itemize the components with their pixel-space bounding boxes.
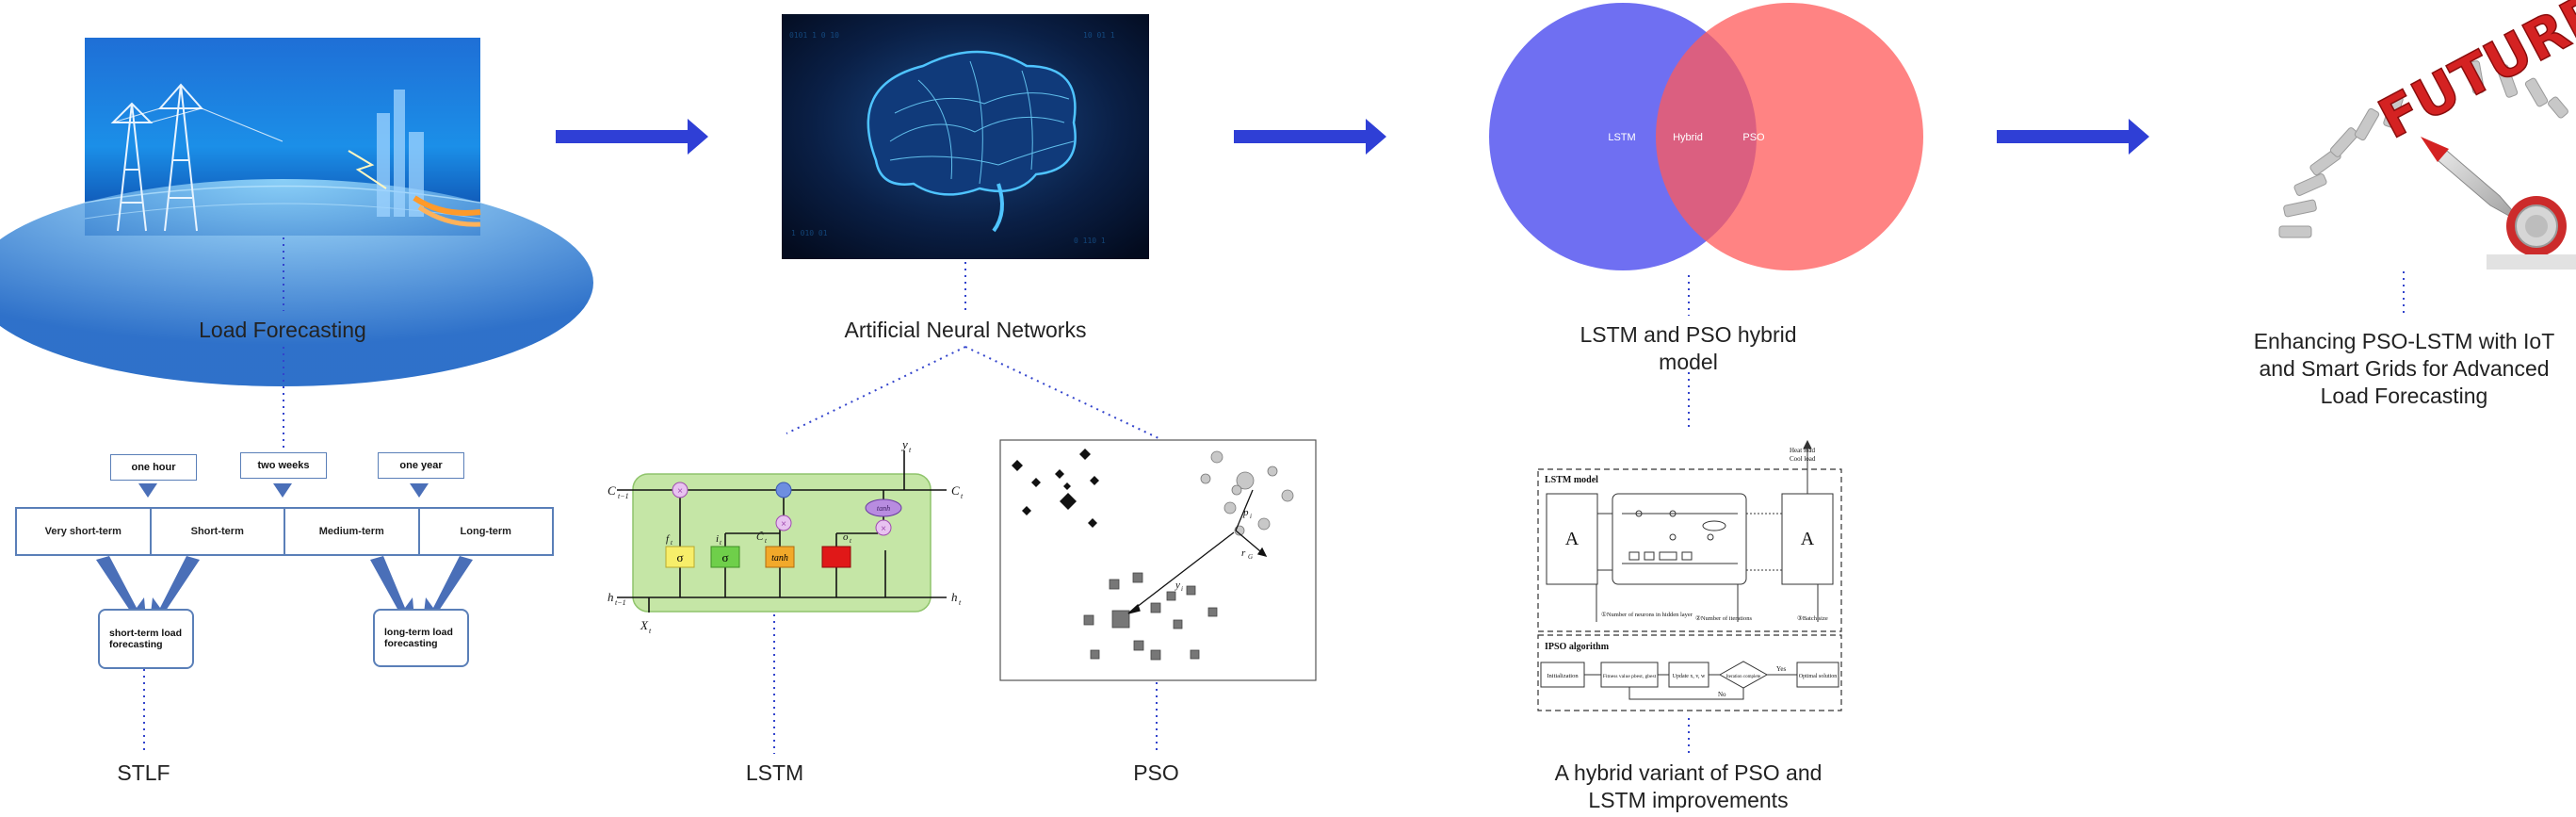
group-long-term: long-term load forecasting bbox=[373, 609, 469, 667]
svg-text:1 010 01: 1 010 01 bbox=[791, 229, 828, 237]
ipso-step-iteration: Iteration complete bbox=[1726, 675, 1761, 679]
ipso-yes: Yes bbox=[1776, 665, 1786, 673]
label-ipso-variant: A hybrid variant of PSO and LSTM improve… bbox=[1554, 760, 1823, 812]
svg-text:t: t bbox=[909, 446, 912, 454]
venn-diagram: LSTM Hybrid PSO bbox=[1489, 3, 1923, 270]
note-iterations: ②Number of iterations bbox=[1695, 614, 1752, 622]
venn-label-hybrid: Hybrid bbox=[1673, 132, 1703, 143]
y-label: y bbox=[900, 437, 908, 451]
svg-text:i: i bbox=[716, 533, 719, 545]
svg-text:t−1: t−1 bbox=[615, 598, 626, 607]
label-lstm: LSTM bbox=[745, 760, 804, 785]
horizon-two-weeks: two weeks bbox=[240, 452, 327, 479]
lstm-a-right: A bbox=[1801, 529, 1815, 549]
heat-load: Heat load bbox=[1790, 447, 1816, 454]
svg-text:G: G bbox=[1248, 553, 1253, 561]
svg-text:×: × bbox=[881, 524, 886, 534]
ipso-step-update: Update x, v, w bbox=[1673, 674, 1706, 679]
future-word: FUTURE bbox=[2369, 0, 2576, 151]
h-next-label: h bbox=[951, 590, 958, 604]
svg-text:t: t bbox=[720, 539, 722, 547]
ipso-algorithm-title: IPSO algorithm bbox=[1545, 642, 1610, 652]
power-grid-image bbox=[0, 38, 593, 386]
svg-text:t: t bbox=[959, 598, 962, 607]
svg-text:×: × bbox=[677, 486, 683, 497]
horizon-one-year: one year bbox=[378, 452, 464, 479]
label-hybrid-model: LSTM and PSO hybrid model bbox=[1580, 322, 1797, 374]
ipso-no: No bbox=[1718, 691, 1726, 698]
svg-text:t−1: t−1 bbox=[618, 492, 629, 500]
category-short: Short-term bbox=[152, 509, 285, 554]
svg-text:t: t bbox=[649, 627, 652, 635]
c-prev-label: C bbox=[608, 483, 616, 498]
svg-text:f: f bbox=[666, 533, 671, 545]
svg-text:y: y bbox=[1175, 580, 1180, 591]
ipso-step-fitness: Fitness value pbest, gbest bbox=[1603, 674, 1657, 679]
svg-text:t: t bbox=[850, 537, 852, 545]
arrow-3 bbox=[1997, 119, 2149, 155]
svg-text:p: p bbox=[1242, 507, 1249, 518]
svg-text:0 110 1: 0 110 1 bbox=[1074, 237, 1106, 245]
stlf-arrows bbox=[96, 483, 473, 629]
ipso-lstm-diagram: LSTM model A A Heat load Cool load ①Numb… bbox=[1537, 439, 1842, 711]
svg-text:t: t bbox=[671, 539, 673, 547]
svg-text:i: i bbox=[1250, 513, 1252, 520]
future-gauge-image: FUTURE bbox=[2278, 0, 2576, 270]
x-label: X bbox=[640, 618, 649, 632]
c-next-label: C bbox=[951, 483, 960, 498]
gate-forget: σ bbox=[676, 550, 683, 564]
gate-candidate: tanh bbox=[771, 553, 788, 564]
arrow-1 bbox=[556, 119, 708, 155]
h-prev-label: h bbox=[608, 590, 614, 604]
horizon-one-hour: one hour bbox=[110, 454, 197, 481]
venn-label-lstm: LSTM bbox=[1608, 132, 1635, 143]
lstm-model-title: LSTM model bbox=[1545, 475, 1598, 485]
lstm-a-left: A bbox=[1565, 529, 1580, 549]
gate-input: σ bbox=[721, 550, 728, 564]
label-pso: PSO bbox=[1133, 760, 1179, 785]
dotted-connectors bbox=[143, 237, 2405, 754]
svg-text:t: t bbox=[961, 492, 964, 500]
svg-text:10 01 1: 10 01 1 bbox=[1083, 31, 1115, 40]
svg-text:r: r bbox=[1241, 547, 1246, 559]
flow-arrows bbox=[556, 119, 2149, 155]
group-short-term: short-term load forecasting bbox=[98, 609, 194, 669]
category-very-short: Very short-term bbox=[17, 509, 152, 554]
label-ann: Artificial Neural Networks bbox=[844, 318, 1087, 342]
label-load-forecasting: Load Forecasting bbox=[199, 318, 366, 342]
svg-text:0101 1 0 10: 0101 1 0 10 bbox=[789, 31, 839, 40]
category-bar: Very short-term Short-term Medium-term L… bbox=[15, 507, 554, 556]
arrow-2 bbox=[1234, 119, 1386, 155]
lstm-cell-diagram: × × × tanh σ σ tanh C t−1 C t h t−1 h t … bbox=[608, 437, 964, 635]
brain-image: 0101 1 0 10 10 01 1 1 010 01 0 110 1 bbox=[782, 14, 1149, 259]
note-batch: ③Batch size bbox=[1797, 614, 1828, 622]
svg-text:×: × bbox=[781, 519, 786, 530]
tanh-label: tanh bbox=[877, 504, 890, 513]
note-neurons: ①Number of neurons in hidden layer bbox=[1601, 611, 1693, 618]
label-future: Enhancing PSO-LSTM with IoT and Smart Gr… bbox=[2253, 329, 2555, 408]
svg-text:t: t bbox=[765, 537, 768, 545]
label-stlf: STLF bbox=[117, 760, 170, 785]
ipso-step-optimal: Optimal solution bbox=[1799, 674, 1838, 679]
ipso-step-init: Initialization bbox=[1547, 673, 1579, 679]
category-long: Long-term bbox=[460, 526, 511, 537]
venn-label-pso: PSO bbox=[1742, 132, 1765, 143]
venn-circle-pso bbox=[1656, 3, 1923, 270]
svg-text:o: o bbox=[843, 531, 849, 543]
svg-text:i: i bbox=[1181, 585, 1183, 593]
category-medium: Medium-term bbox=[285, 509, 420, 554]
svg-text:C̃: C̃ bbox=[756, 531, 764, 543]
cool-load: Cool load bbox=[1790, 455, 1816, 463]
